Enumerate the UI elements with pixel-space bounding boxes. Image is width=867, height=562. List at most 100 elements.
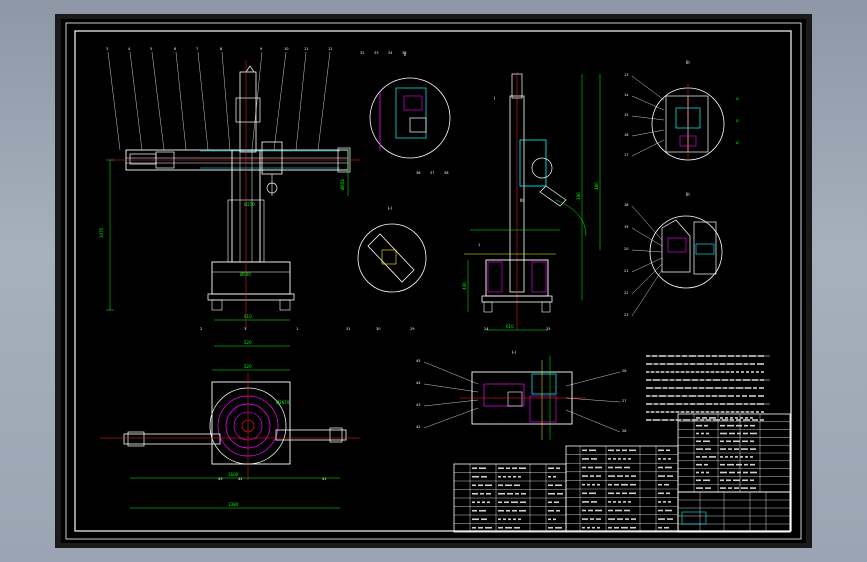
part-number: 31 (346, 327, 350, 331)
rotated-block (367, 233, 415, 283)
leader-line (631, 257, 663, 273)
dimension-text: 480 (594, 182, 599, 190)
drawing-sheet (61, 19, 806, 543)
view-label: I (494, 96, 495, 101)
leader-line (565, 371, 621, 387)
view-label: I-I (512, 350, 516, 355)
leader-line (175, 51, 187, 151)
swing-arc (555, 199, 587, 237)
leader-line (631, 269, 663, 317)
leader-line (423, 383, 479, 393)
part-number: 45 (416, 359, 420, 363)
dimension-text: 380 (576, 192, 581, 200)
part-number: 35 (402, 51, 406, 55)
view-label: II (404, 52, 406, 57)
section-i-core (531, 373, 557, 395)
dimension-text: 1380 (228, 502, 239, 507)
leader-line (129, 51, 143, 151)
part-number: 43 (218, 477, 222, 481)
side-foot (483, 301, 493, 313)
top-view-arm-right (275, 429, 347, 441)
dimension-text: Ø (736, 118, 739, 123)
leader-line (295, 51, 307, 151)
detail-bearing (409, 117, 427, 133)
title-block (677, 491, 791, 533)
leader-line (631, 249, 663, 253)
side-arm-link (539, 185, 567, 207)
leader-line (151, 51, 165, 151)
view-label: I-I (388, 206, 392, 211)
part-number: 32 (360, 51, 364, 55)
leader-line (631, 227, 663, 247)
leader-line (107, 51, 121, 151)
part-number: 14 (624, 93, 629, 97)
part-number: 27 (622, 399, 626, 403)
leader-line (631, 115, 665, 121)
leader-line (423, 361, 479, 385)
part-number: 8 (220, 47, 222, 51)
side-carriage (519, 139, 547, 187)
dimension-text: 610 (506, 324, 514, 329)
dimension-text: 520 (244, 340, 252, 345)
part-number: 26 (622, 369, 626, 373)
rotated-insert (381, 249, 397, 265)
view-label: III (686, 60, 690, 65)
section-i-hatch (529, 395, 557, 423)
leader-line (423, 399, 479, 407)
part-number: 28 (622, 429, 626, 433)
leader-line (221, 51, 231, 151)
part-number: 33 (374, 51, 378, 55)
top-view-arm-left (123, 433, 221, 445)
part-number: 18 (624, 203, 628, 207)
dimension-text: 610 (244, 314, 252, 319)
view-label: III (686, 192, 690, 197)
part-number: 20 (624, 247, 628, 251)
mast-carriage (235, 97, 261, 123)
part-number: 10 (284, 47, 288, 51)
detail-circle-iv (649, 215, 723, 289)
part-number: 7 (196, 47, 198, 51)
side-mast-top (511, 73, 523, 99)
leader-line (631, 205, 663, 241)
section-i-hatch (483, 383, 525, 407)
base-plate (207, 293, 295, 301)
part-number: 22 (624, 291, 628, 295)
leader-line (273, 51, 287, 151)
part-number: 5 (150, 47, 152, 51)
detail-iv-hatch (667, 237, 687, 253)
detail-hatch (403, 95, 423, 111)
side-base-plate (481, 295, 553, 303)
part-number: 13 (624, 73, 628, 77)
detail-block (395, 87, 427, 139)
leader-line (317, 51, 331, 151)
part-number: 41 (322, 477, 326, 481)
dimension-text: Ø (736, 140, 739, 145)
part-number: 17 (624, 153, 628, 157)
leader-line (423, 407, 479, 429)
part-number: 42 (238, 477, 242, 481)
part-number: 24 (484, 327, 489, 331)
part-number: 36 (416, 171, 420, 175)
part-number: 3 (244, 327, 246, 331)
sheet-border-outer (65, 22, 802, 540)
part-number: 43 (416, 403, 420, 407)
detail-iv-body (693, 221, 717, 275)
part-number: 21 (624, 269, 628, 273)
part-number: 6 (174, 47, 176, 51)
detail-iv-insert (695, 243, 715, 255)
side-base-hatch (531, 261, 547, 293)
dimension-text: 1070 (99, 227, 104, 238)
part-number: 37 (430, 171, 434, 175)
part-number: 11 (304, 47, 308, 51)
part-number: 9 (260, 47, 262, 51)
part-number: 30 (376, 327, 380, 331)
part-number: 4 (128, 47, 131, 51)
leader-line (631, 139, 665, 157)
side-foot (541, 301, 551, 313)
part-number: 1 (478, 243, 480, 247)
mast-tip (245, 65, 255, 73)
part-number: 2 (200, 327, 202, 331)
